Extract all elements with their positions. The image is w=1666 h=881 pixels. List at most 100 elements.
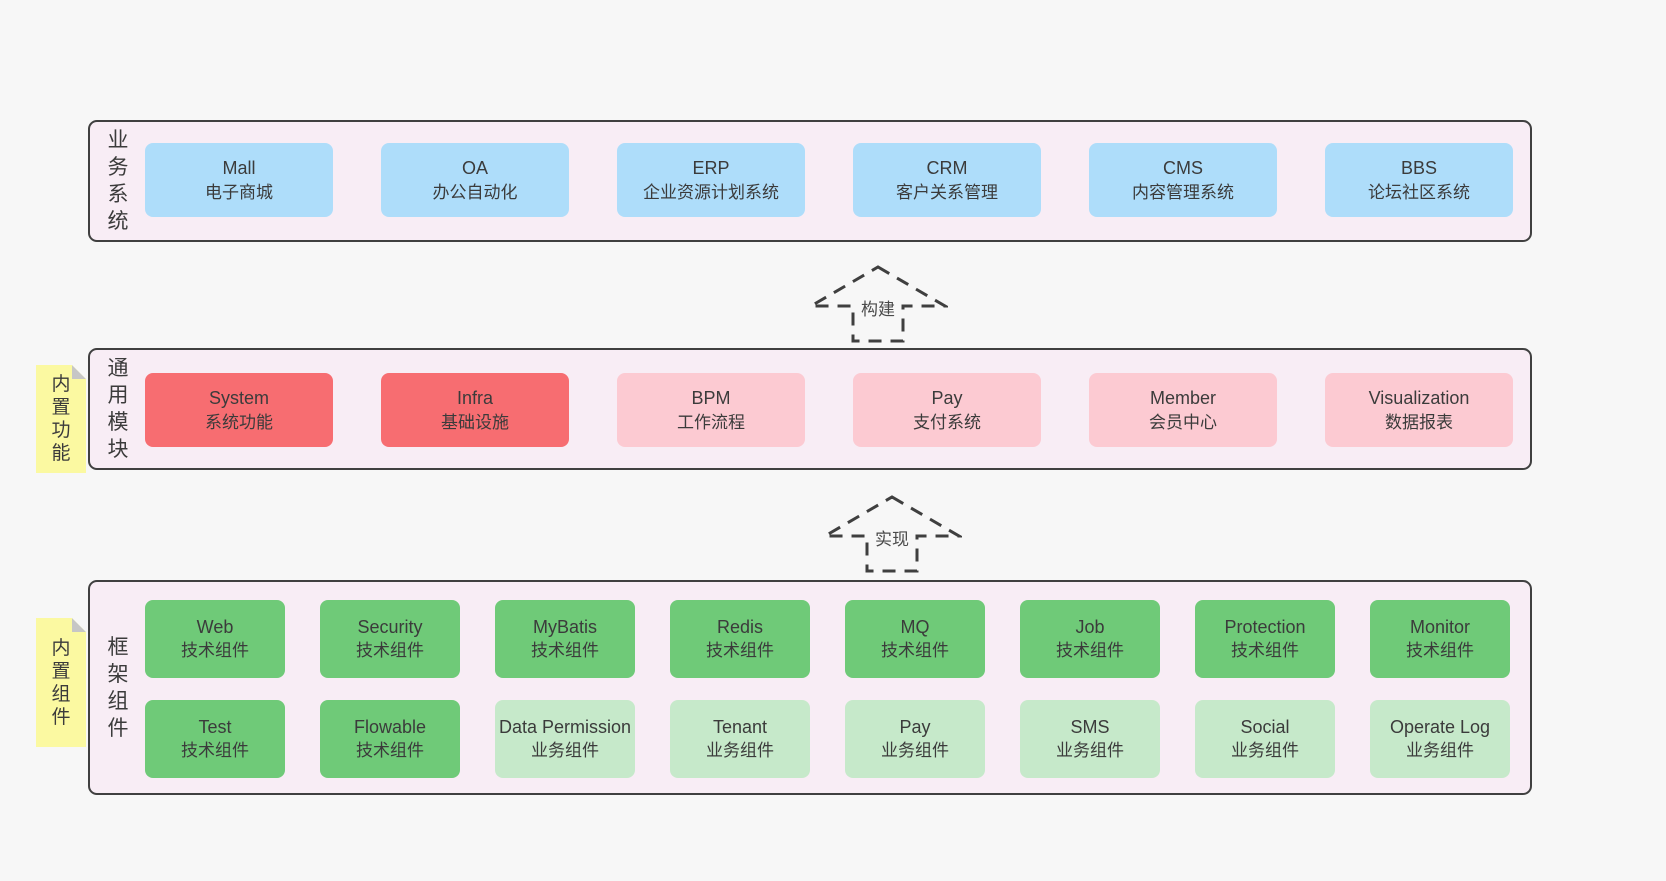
implement-arrow: 实现 [822,494,962,574]
box-subtitle: 工作流程 [677,412,745,432]
component-box-protection: Protection 技术组件 [1195,600,1335,678]
component-box-security: Security 技术组件 [320,600,460,678]
implement-arrow-label: 实现 [872,525,912,550]
box-title: Monitor [1409,617,1471,637]
module-box-infra: Infra 基础设施 [381,373,569,447]
box-title: ERP [692,157,730,178]
component-box-mq: MQ 技术组件 [845,600,985,678]
box-title: SMS [1070,717,1110,737]
box-title: Member [1149,387,1216,408]
box-subtitle: 客户关系管理 [896,182,998,202]
box-subtitle: 业务组件 [1056,741,1124,760]
box-title: Test [198,717,232,737]
component-box-flowable: Flowable 技术组件 [320,700,460,778]
component-box-redis: Redis 技术组件 [670,600,810,678]
box-title: CMS [1163,157,1203,178]
common-modules-panel: 通用模块 System 系统功能 Infra 基础设施 BPM 工作流程 Pay… [88,348,1532,470]
business-panel-label: 业务系统 [107,129,129,233]
system-box-crm: CRM 客户关系管理 [853,143,1041,217]
folded-corner-icon [72,365,86,379]
box-subtitle: 业务组件 [881,741,949,760]
business-systems-panel: 业务系统 Mall 电子商城 OA 办公自动化 ERP 企业资源计划系统 CRM… [88,120,1532,242]
components-row-1: Web 技术组件 Security 技术组件 MyBatis 技术组件 Redi… [145,600,1510,678]
box-title: Operate Log [1389,717,1491,737]
component-box-social: Social 业务组件 [1195,700,1335,778]
box-title: Protection [1224,617,1306,637]
box-title: Job [1075,617,1105,637]
sticky-note-builtin-components: 内置组件 [36,618,86,747]
framework-components-panel: 框架组件 Web 技术组件 Security 技术组件 MyBatis 技术组件… [88,580,1532,795]
component-box-monitor: Monitor 技术组件 [1370,600,1510,678]
box-subtitle: 系统功能 [205,412,273,432]
box-subtitle: 企业资源计划系统 [643,182,779,202]
component-box-test: Test 技术组件 [145,700,285,778]
components-row-2: Test 技术组件 Flowable 技术组件 Data Permission … [145,700,1510,778]
box-subtitle: 数据报表 [1385,412,1453,432]
component-box-web: Web 技术组件 [145,600,285,678]
module-box-bpm: BPM 工作流程 [617,373,805,447]
box-subtitle: 业务组件 [531,741,599,760]
box-subtitle: 技术组件 [181,641,249,660]
components-panel-label: 框架组件 [107,635,129,740]
box-title: MyBatis [532,617,597,637]
note-text: 内置功能 [51,374,71,464]
box-title: Visualization [1368,387,1470,408]
box-title: System [208,387,269,408]
build-arrow-label: 构建 [858,295,898,320]
system-box-erp: ERP 企业资源计划系统 [617,143,805,217]
system-box-cms: CMS 内容管理系统 [1089,143,1277,217]
box-title: Infra [456,387,494,408]
box-title: Tenant [712,717,768,737]
box-subtitle: 业务组件 [706,741,774,760]
box-subtitle: 支付系统 [913,412,981,432]
box-subtitle: 技术组件 [181,741,249,760]
up-arrow-icon [808,265,948,343]
component-box-data-permission: Data Permission 业务组件 [495,700,635,778]
component-box-job: Job 技术组件 [1020,600,1160,678]
system-box-mall: Mall 电子商城 [145,143,333,217]
box-title: CRM [926,157,968,178]
system-box-bbs: BBS 论坛社区系统 [1325,143,1513,217]
business-box-row: Mall 电子商城 OA 办公自动化 ERP 企业资源计划系统 CRM 客户关系… [145,143,1513,217]
box-title: Pay [899,717,931,737]
box-subtitle: 办公自动化 [432,182,518,202]
box-title: BPM [691,387,731,408]
box-subtitle: 技术组件 [356,741,424,760]
box-subtitle: 技术组件 [1056,641,1124,660]
box-title: Social [1240,717,1290,737]
modules-box-row: System 系统功能 Infra 基础设施 BPM 工作流程 Pay 支付系统… [145,373,1513,447]
box-title: Mall [222,157,256,178]
system-box-oa: OA 办公自动化 [381,143,569,217]
box-subtitle: 基础设施 [441,412,509,432]
box-title: BBS [1400,157,1438,178]
modules-panel-label: 通用模块 [107,357,129,461]
box-subtitle: 论坛社区系统 [1368,182,1470,202]
box-subtitle: 技术组件 [356,641,424,660]
box-subtitle: 会员中心 [1149,412,1217,432]
component-box-pay: Pay 业务组件 [845,700,985,778]
box-title: OA [461,157,488,178]
note-text: 内置组件 [51,637,71,728]
module-box-member: Member 会员中心 [1089,373,1277,447]
module-box-pay: Pay 支付系统 [853,373,1041,447]
box-title: Pay [931,387,963,408]
component-box-tenant: Tenant 业务组件 [670,700,810,778]
folded-corner-icon [72,618,86,632]
sticky-note-builtin-features: 内置功能 [36,365,86,473]
box-title: Flowable [353,717,427,737]
box-title: Security [357,617,423,637]
box-title: Redis [716,617,764,637]
box-subtitle: 电子商城 [205,182,273,202]
component-box-operate-log: Operate Log 业务组件 [1370,700,1510,778]
box-title: Data Permission [498,717,632,737]
box-subtitle: 技术组件 [706,641,774,660]
component-box-sms: SMS 业务组件 [1020,700,1160,778]
build-arrow: 构建 [808,264,948,344]
module-box-visualization: Visualization 数据报表 [1325,373,1513,447]
box-subtitle: 技术组件 [881,641,949,660]
box-subtitle: 技术组件 [531,641,599,660]
box-subtitle: 业务组件 [1406,741,1474,760]
box-subtitle: 内容管理系统 [1132,182,1234,202]
box-title: Web [196,617,234,637]
